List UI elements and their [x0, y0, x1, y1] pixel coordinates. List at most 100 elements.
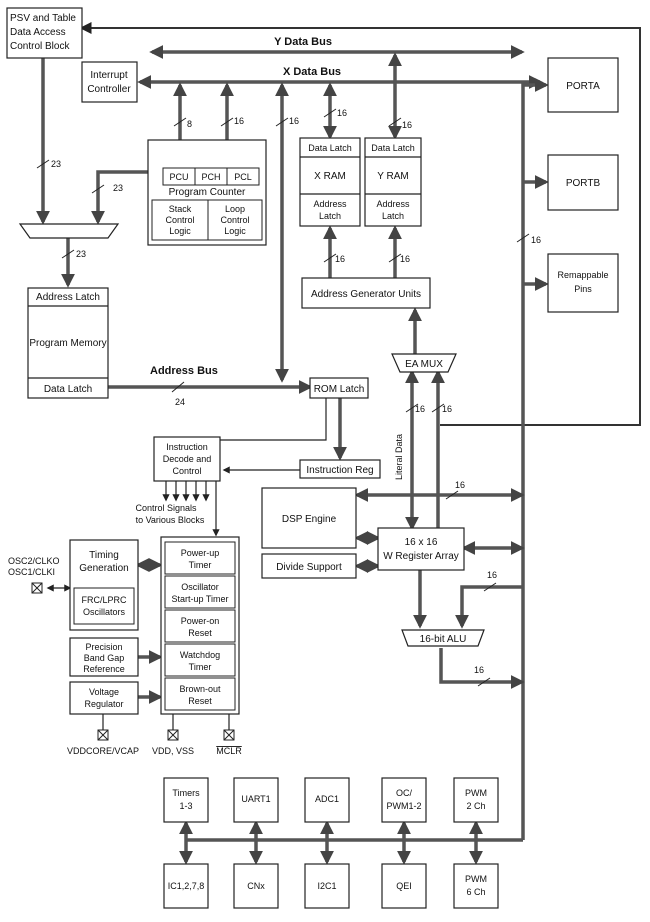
- pm-address-latch: Address Latch: [36, 292, 100, 303]
- peripheral-adc1: ADC1: [304, 777, 350, 823]
- control-signals-label-2: to Various Blocks: [136, 515, 205, 525]
- uart1-label: UART1: [241, 794, 270, 804]
- remappable-label-2: Pins: [574, 284, 592, 294]
- width-16-alu-out: 16: [474, 665, 484, 675]
- interrupt-label-2: Controller: [87, 84, 131, 95]
- width-16-agu-x: 16: [335, 254, 345, 264]
- remappable-label-1: Remappable: [557, 270, 608, 280]
- ic-label: IC1,2,7,8: [168, 881, 205, 891]
- watchdog-label-2: Timer: [189, 662, 212, 672]
- powerup-label-1: Power-up: [181, 548, 220, 558]
- bus-width-labels: 23 23 23 8 16 16 16 16 16 16 16 24 16 16…: [51, 108, 541, 675]
- psv-label-3: Control Block: [10, 41, 70, 52]
- literal-data-label: Literal Data: [394, 434, 404, 480]
- pm-data-latch: Data Latch: [44, 384, 92, 395]
- width-16-ea: 16: [442, 404, 452, 414]
- rom-latch-label: ROM Latch: [314, 384, 365, 395]
- brownout-label-1: Brown-out: [179, 684, 221, 694]
- ocpwm-label-2: PWM1-2: [386, 801, 421, 811]
- peripheral-pwm6: PWM 6 Ch: [453, 863, 499, 909]
- oscstart-label-2: Start-up Timer: [171, 594, 228, 604]
- pwm2-label-2: 2 Ch: [466, 801, 485, 811]
- address-generator-units: Address Generator Units: [301, 277, 431, 309]
- bus-width-marks: [36, 108, 530, 687]
- osc-label-1: OSC2/CLKO: [8, 556, 60, 566]
- instruction-decode-block: Instruction Decode and Control: [153, 436, 221, 482]
- psv-label-2: Data Access: [10, 27, 66, 38]
- w-register-array: 16 x 16 W Register Array: [377, 527, 465, 571]
- peripheral-i2c1: I2C1: [304, 863, 350, 909]
- peripheral-timers: Timers 1-3: [163, 777, 209, 823]
- x-ram-block: Data Latch X RAM Address Latch: [299, 137, 361, 227]
- decode-label-3: Control: [172, 466, 201, 476]
- dsp-engine-label: DSP Engine: [282, 514, 337, 525]
- vdd-label: VDD, VSS: [152, 746, 194, 756]
- width-16-x: 16: [289, 116, 299, 126]
- ocpwm-label-1: OC/: [396, 788, 413, 798]
- width-24: 24: [175, 397, 185, 407]
- program-counter-block: PCU PCH PCL Program Counter Stack Contro…: [147, 139, 267, 246]
- pcl-label: PCL: [234, 172, 252, 182]
- ea-mux-label: EA MUX: [405, 359, 443, 370]
- control-signals-label-1: Control Signals: [135, 503, 197, 513]
- peripheral-oc-pwm: OC/ PWM1-2: [381, 777, 427, 823]
- portb-label: PORTB: [566, 178, 601, 189]
- stack-label-3: Logic: [169, 226, 191, 236]
- peripheral-pwm2: PWM 2 Ch: [453, 777, 499, 823]
- xram-label: X RAM: [314, 171, 346, 182]
- width-8: 8: [187, 119, 192, 129]
- stack-label-2: Control: [165, 215, 194, 225]
- poweron-label-1: Power-on: [181, 616, 220, 626]
- frc-label-2: Oscillators: [83, 607, 126, 617]
- portb-block: PORTB: [547, 154, 619, 211]
- porta-block: PORTA: [547, 57, 619, 113]
- alu-block: 16-bit ALU: [401, 629, 485, 647]
- xram-addr-1: Address: [313, 199, 347, 209]
- loop-label-2: Control: [220, 215, 249, 225]
- osc-label-2: OSC1/CLKI: [8, 567, 55, 577]
- vreg-label-1: Voltage: [89, 687, 119, 697]
- bandgap-block: Precision Band Gap Reference: [69, 637, 139, 677]
- connections: [36, 22, 641, 865]
- bandgap-label-3: Reference: [83, 664, 125, 674]
- width-16-yram: 16: [402, 120, 412, 130]
- yram-addr-2: Latch: [382, 211, 404, 221]
- timers-label-1: Timers: [172, 788, 200, 798]
- peripheral-qei: QEI: [381, 863, 427, 909]
- pch-label: PCH: [201, 172, 220, 182]
- timing-label-1: Timing: [89, 550, 119, 561]
- frc-label-1: FRC/LPRC: [81, 595, 127, 605]
- divide-support-label: Divide Support: [276, 562, 342, 573]
- powerup-label-2: Timer: [189, 560, 212, 570]
- timers-label-2: 1-3: [179, 801, 192, 811]
- cnx-label: CNx: [247, 881, 265, 891]
- oscstart-label-1: Oscillator: [181, 582, 219, 592]
- watchdog-label-1: Watchdog: [180, 650, 220, 660]
- ea-mux: EA MUX: [391, 353, 457, 373]
- width-16-xram: 16: [337, 108, 347, 118]
- remappable-pins-block: Remappable Pins: [547, 253, 619, 313]
- width-16-dsp: 16: [455, 480, 465, 490]
- yram-data-latch: Data Latch: [371, 143, 415, 153]
- w-reg-label-2: W Register Array: [383, 551, 459, 562]
- width-16-alu-in: 16: [487, 570, 497, 580]
- psv-block: PSV and Table Data Access Control Block: [6, 7, 83, 59]
- address-bus-label: Address Bus: [150, 365, 218, 377]
- stack-label-1: Stack: [169, 204, 192, 214]
- pcu-label: PCU: [169, 172, 188, 182]
- mclr-label: MCLR: [216, 746, 242, 756]
- reset-timer-stack: Power-up Timer Oscillator Start-up Timer…: [160, 536, 240, 715]
- program-memory-block: Address Latch Program Memory Data Latch: [27, 287, 109, 399]
- xram-addr-2: Latch: [319, 211, 341, 221]
- i2c1-label: I2C1: [317, 881, 336, 891]
- decode-label-1: Instruction: [166, 442, 208, 452]
- poweron-label-2: Reset: [188, 628, 212, 638]
- interrupt-controller: Interrupt Controller: [81, 61, 138, 103]
- pwm6-label-2: 6 Ch: [466, 887, 485, 897]
- bandgap-label-2: Band Gap: [84, 653, 125, 663]
- y-data-bus-label: Y Data Bus: [274, 36, 332, 48]
- dsp-engine-block: DSP Engine: [261, 487, 357, 549]
- peripheral-cnx: CNx: [233, 863, 279, 909]
- peripheral-ic: IC1,2,7,8: [163, 863, 209, 909]
